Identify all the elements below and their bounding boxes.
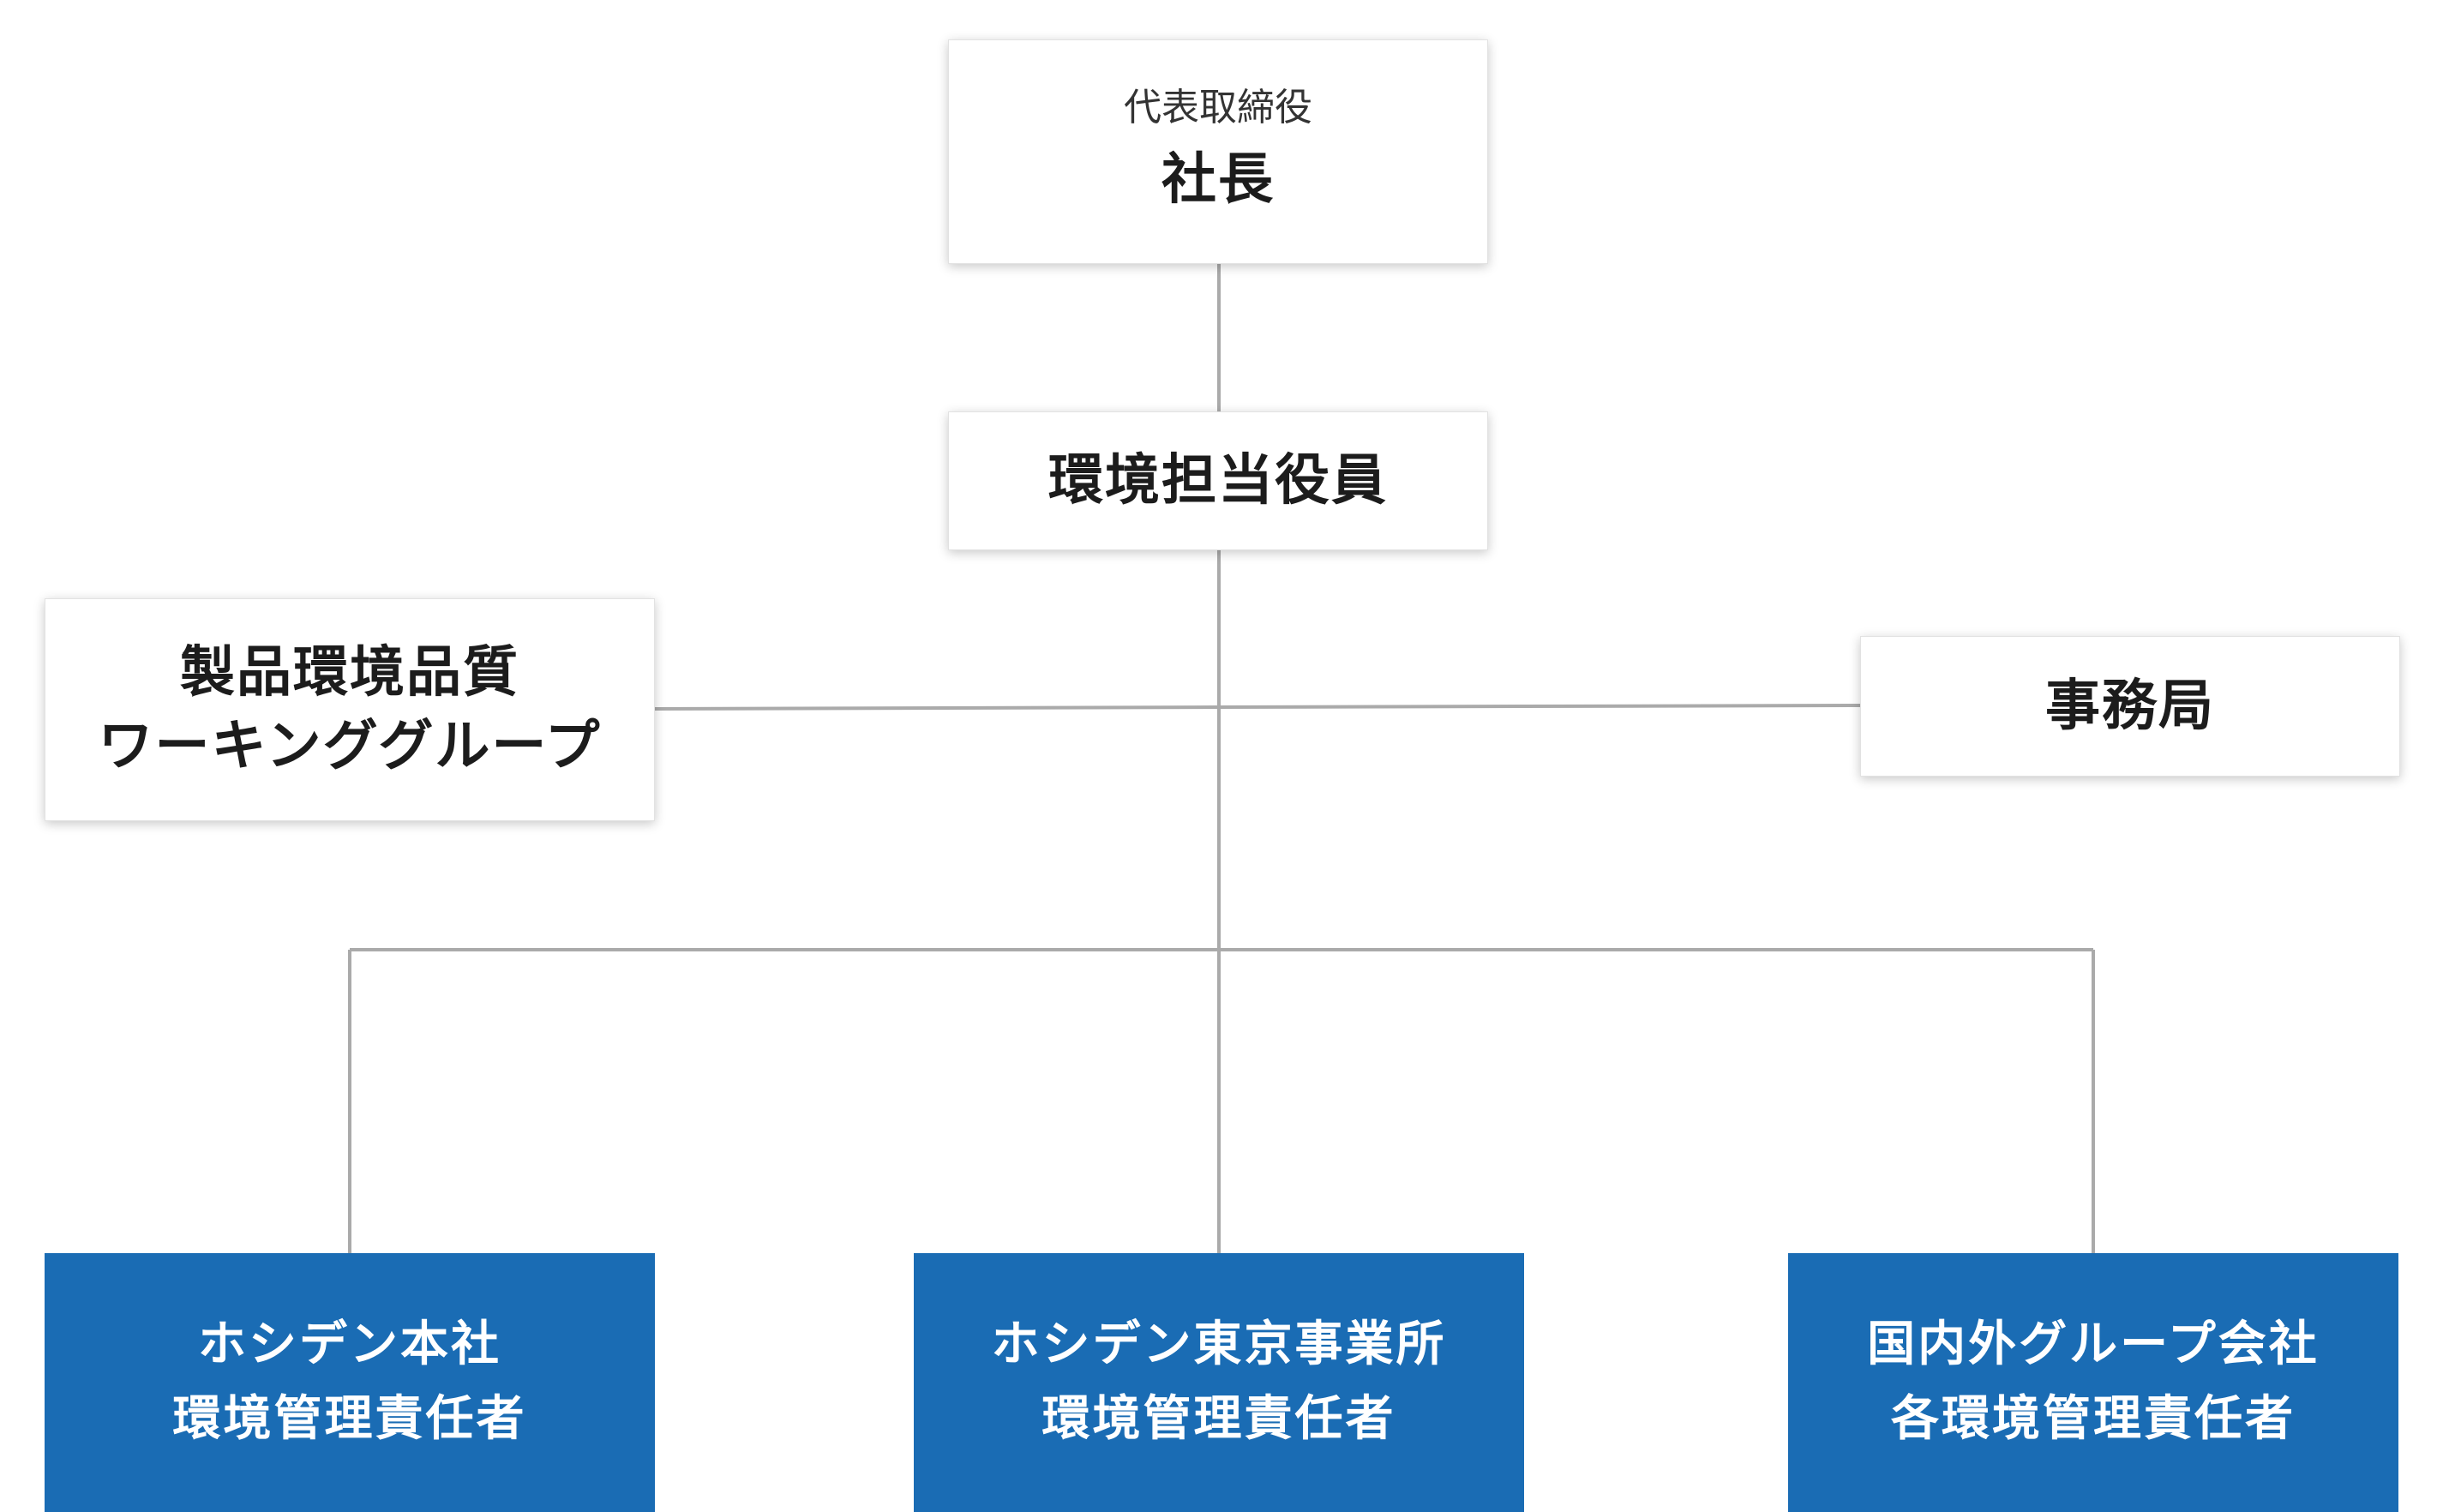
secretariat-box: 事務局 xyxy=(1860,636,2400,777)
president-name: 社長 xyxy=(1161,148,1275,213)
manager-box-tokyo: ホシデン東京事業所 環境管理責任者 xyxy=(914,1253,1524,1512)
manager-group-line1: 国内外グループ会社 xyxy=(1867,1317,2320,1373)
manager-group-line2: 各環境管理責任者 xyxy=(1891,1391,2296,1447)
connector-working-group-branch xyxy=(654,705,1220,711)
manager-box-group-companies: 国内外グループ会社 各環境管理責任者 xyxy=(1788,1253,2398,1512)
manager-box-hq: ホシデン本社 環境管理責任者 xyxy=(45,1253,655,1512)
manager-tokyo-line2: 環境管理責任者 xyxy=(1041,1391,1396,1447)
manager-hq-line1: ホシデン本社 xyxy=(198,1317,501,1373)
secretariat-name: 事務局 xyxy=(2045,674,2215,738)
working-group-line2: ワーキンググループ xyxy=(98,715,602,778)
working-group-line1: 製品環境品質 xyxy=(180,640,519,705)
working-group-box: 製品環境品質 ワーキンググループ xyxy=(45,598,655,821)
president-title: 代表取締役 xyxy=(1124,86,1312,130)
manager-tokyo-line1: ホシデン東京事業所 xyxy=(991,1317,1447,1373)
environment-officer-name: 環境担当役員 xyxy=(1048,448,1388,513)
connector-secretariat-branch xyxy=(1218,704,1861,709)
environment-officer-box: 環境担当役員 xyxy=(948,411,1488,550)
president-box: 代表取締役 社長 xyxy=(948,39,1488,264)
manager-hq-line2: 環境管理責任者 xyxy=(172,1391,527,1447)
